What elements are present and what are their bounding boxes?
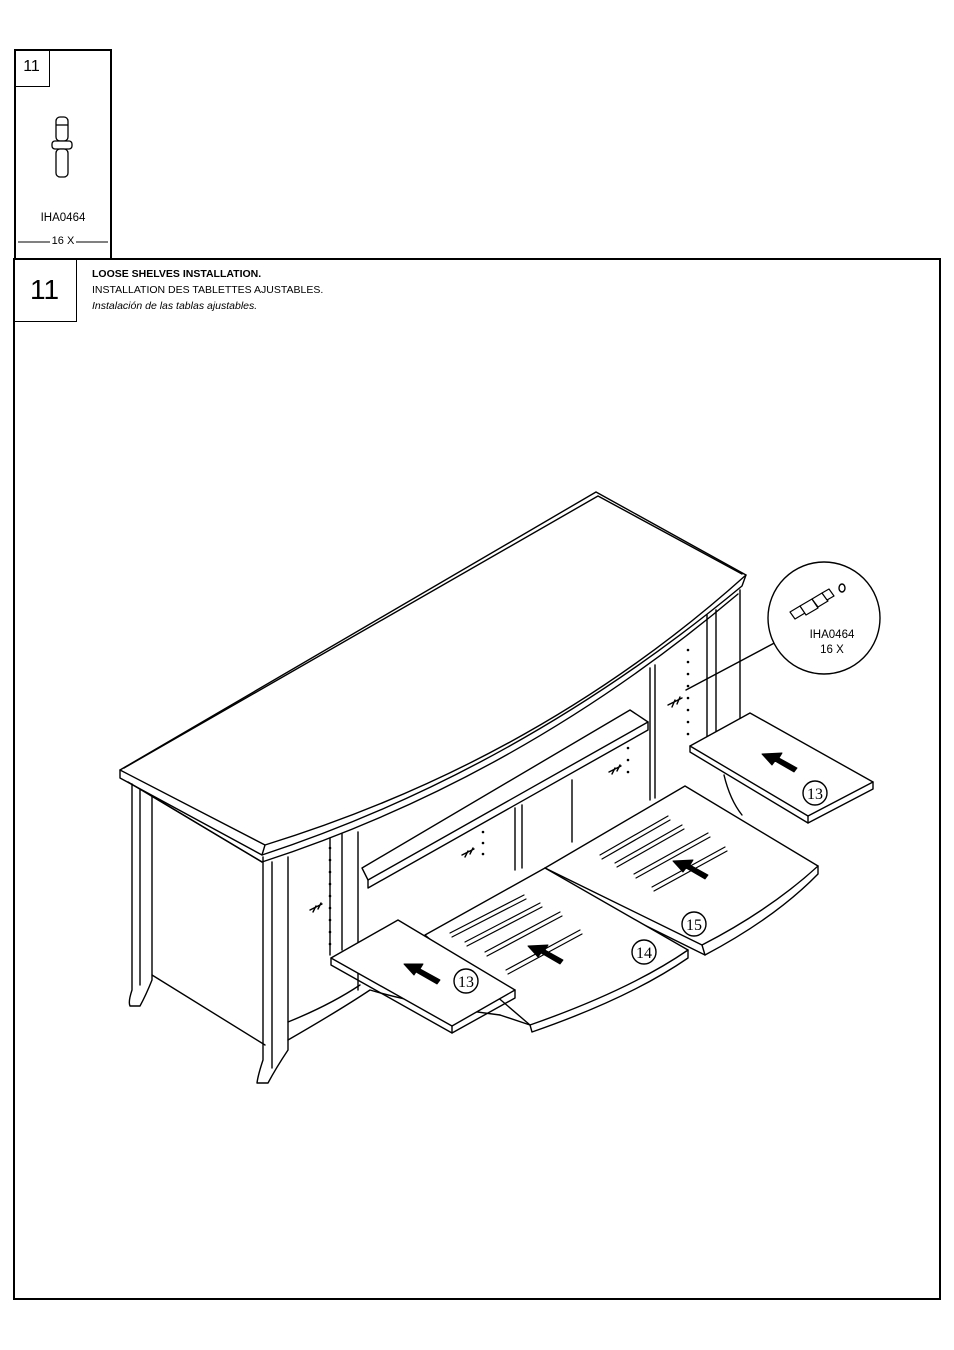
parts-box [14, 49, 112, 258]
cabinet-left-side [128, 783, 266, 1046]
callout-circle [767, 561, 881, 675]
shelf-15-label: 15 [686, 917, 702, 934]
callout-code: IHA0464 [810, 629, 855, 641]
front-left-leg [256, 856, 289, 1084]
shelf-13-right-label: 13 [807, 786, 823, 803]
callout-dowel-icon [789, 588, 835, 620]
insert-arrows [403, 752, 798, 985]
cabinet-right-side [649, 589, 743, 816]
shelf-13-left-label: 13 [458, 974, 474, 991]
parts-quantity-text: 16 X [49, 235, 77, 247]
step-title-english: LOOSE SHELVES INSTALLATION. [92, 268, 262, 280]
parts-code: IHA0464 [40, 212, 86, 224]
middle-fixed-shelf [361, 709, 649, 889]
callout-leader [685, 639, 781, 691]
step-number: 11 [13, 258, 77, 322]
cabinet-top [119, 491, 747, 863]
shelf-pin-icons [309, 696, 683, 913]
parts-quantity: 16 X [14, 235, 112, 247]
step-title-french: INSTALLATION DES TABLETTES AJUSTABLES. [92, 284, 324, 296]
dowel-pin-icon [51, 116, 73, 178]
step-title-spanish: Instalación de las tablas ajustables. [92, 300, 258, 312]
part-number-circles [453, 780, 828, 994]
shelf-14-label: 14 [636, 945, 652, 962]
callout-quantity: 16 X [820, 644, 844, 656]
step-panel [13, 258, 941, 1300]
center-dividers [514, 779, 573, 871]
parts-step-number: 11 [14, 49, 50, 87]
